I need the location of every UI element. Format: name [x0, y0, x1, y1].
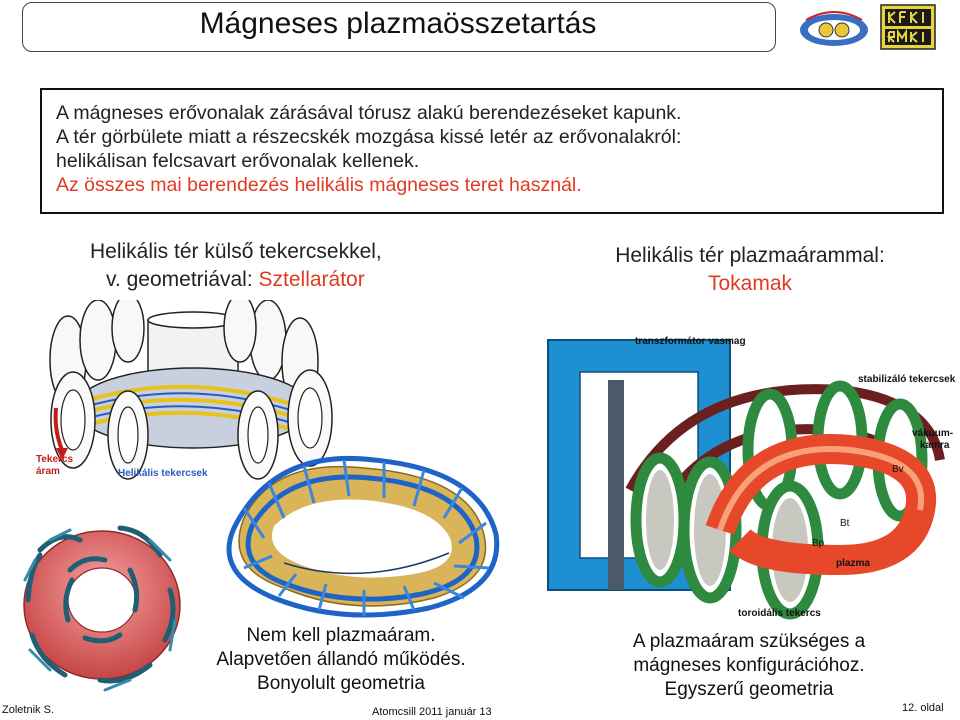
stellarator-caption-2: Alapvetően állandó működés. — [216, 649, 466, 670]
vacuum-chamber-label-2: kamra — [920, 440, 950, 451]
tokamak-caption: A plazmaáram szükséges a mágneses konfig… — [584, 630, 914, 702]
footer-page-number: 12. oldal — [902, 702, 944, 714]
stabilizing-coils-label: stabilizáló tekercsek — [858, 374, 956, 385]
footer-event: Atomcsill 2011 január 13 — [372, 706, 492, 718]
coil-current-label-2: áram — [36, 466, 60, 477]
coil-current-label: Tekercs — [36, 454, 74, 465]
tokamak-caption-3: Egyszerű geometria — [664, 679, 834, 700]
toroidal-coil-label: toroidális tekercs — [738, 608, 821, 619]
plasma-label: plazma — [836, 558, 870, 569]
transformer-label: transzformátor vasmag — [635, 336, 746, 347]
intro-line-3: helikálisan felcsavart erővonalak kellen… — [56, 150, 420, 172]
bp-label: Bp — [812, 538, 825, 549]
tokamak-heading-line1: Helikális tér plazmaárammal: — [615, 244, 885, 267]
stellarator-caption: Nem kell plazmaáram. Alapvetően állandó … — [186, 624, 496, 696]
helical-coils-label: Helikális tekercsek — [118, 468, 208, 479]
event-logo — [800, 11, 868, 46]
stellarator-coil-diagram: Tekercs áram Helikális tekercsek — [36, 300, 333, 480]
stellarator-heading: Helikális tér külső tekercsekkel, v. geo… — [90, 238, 382, 294]
intro-line-1: A mágneses erővonalak zárásával tórusz a… — [56, 102, 682, 124]
intro-box: A mágneses erővonalak zárásával tórusz a… — [40, 88, 944, 214]
bt-label: Bt — [840, 518, 850, 529]
stellarator-caption-1: Nem kell plazmaáram. — [246, 625, 436, 646]
tokamak-diagram: transzformátor vasmag stabilizáló tekerc… — [547, 336, 956, 620]
slide-title: Mágneses plazmaösszetartás — [199, 7, 597, 40]
stellarator-heading-prefix: v. geometriával: — [106, 268, 253, 291]
bv-label: Bv — [892, 464, 904, 475]
stellarator-heading-line1: Helikális tér külső tekercsekkel, — [90, 240, 382, 263]
footer-author: Zoletnik S. — [2, 704, 54, 716]
stellarator-3d-render — [23, 525, 181, 692]
tokamak-caption-2: mágneses konfigurációhoz. — [633, 655, 865, 676]
tokamak-label: Tokamak — [707, 272, 793, 295]
stellarator-helical-ring — [226, 455, 500, 618]
stellarator-caption-3: Bonyolult geometria — [257, 673, 425, 694]
tokamak-heading: Helikális tér plazmaárammal: Tokamak — [560, 242, 940, 298]
intro-highlight: Az összes mai berendezés helikális mágne… — [56, 174, 582, 196]
tokamak-caption-1: A plazmaáram szükséges a — [632, 631, 866, 652]
intro-line-2: A tér görbülete miatt a részecskék mozgá… — [56, 126, 682, 148]
title-frame — [22, 2, 776, 52]
vacuum-chamber-label: vákuum- — [912, 428, 953, 439]
stellarator-label: Sztellarátor — [258, 268, 365, 291]
kfki-rmki-logo — [880, 4, 936, 50]
